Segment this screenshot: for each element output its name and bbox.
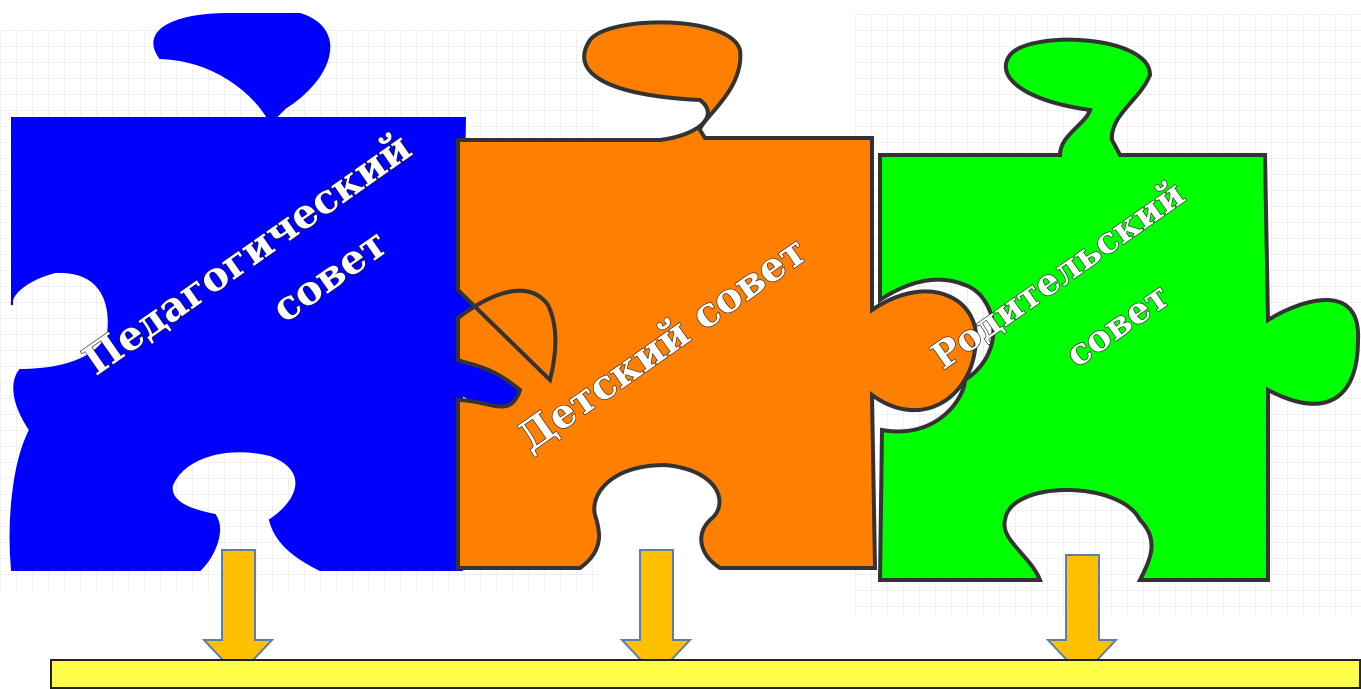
arrow-down-parents	[1045, 554, 1119, 676]
puzzle-piece-parents[interactable]	[877, 37, 1361, 582]
arrow-down-children	[619, 549, 693, 676]
arrow-down-pedagogical	[201, 549, 275, 676]
puzzle-piece-children[interactable]	[456, 20, 979, 570]
bottom-yellow-box	[50, 659, 1361, 689]
puzzle-piece-pedagogical[interactable]	[9, 13, 562, 571]
